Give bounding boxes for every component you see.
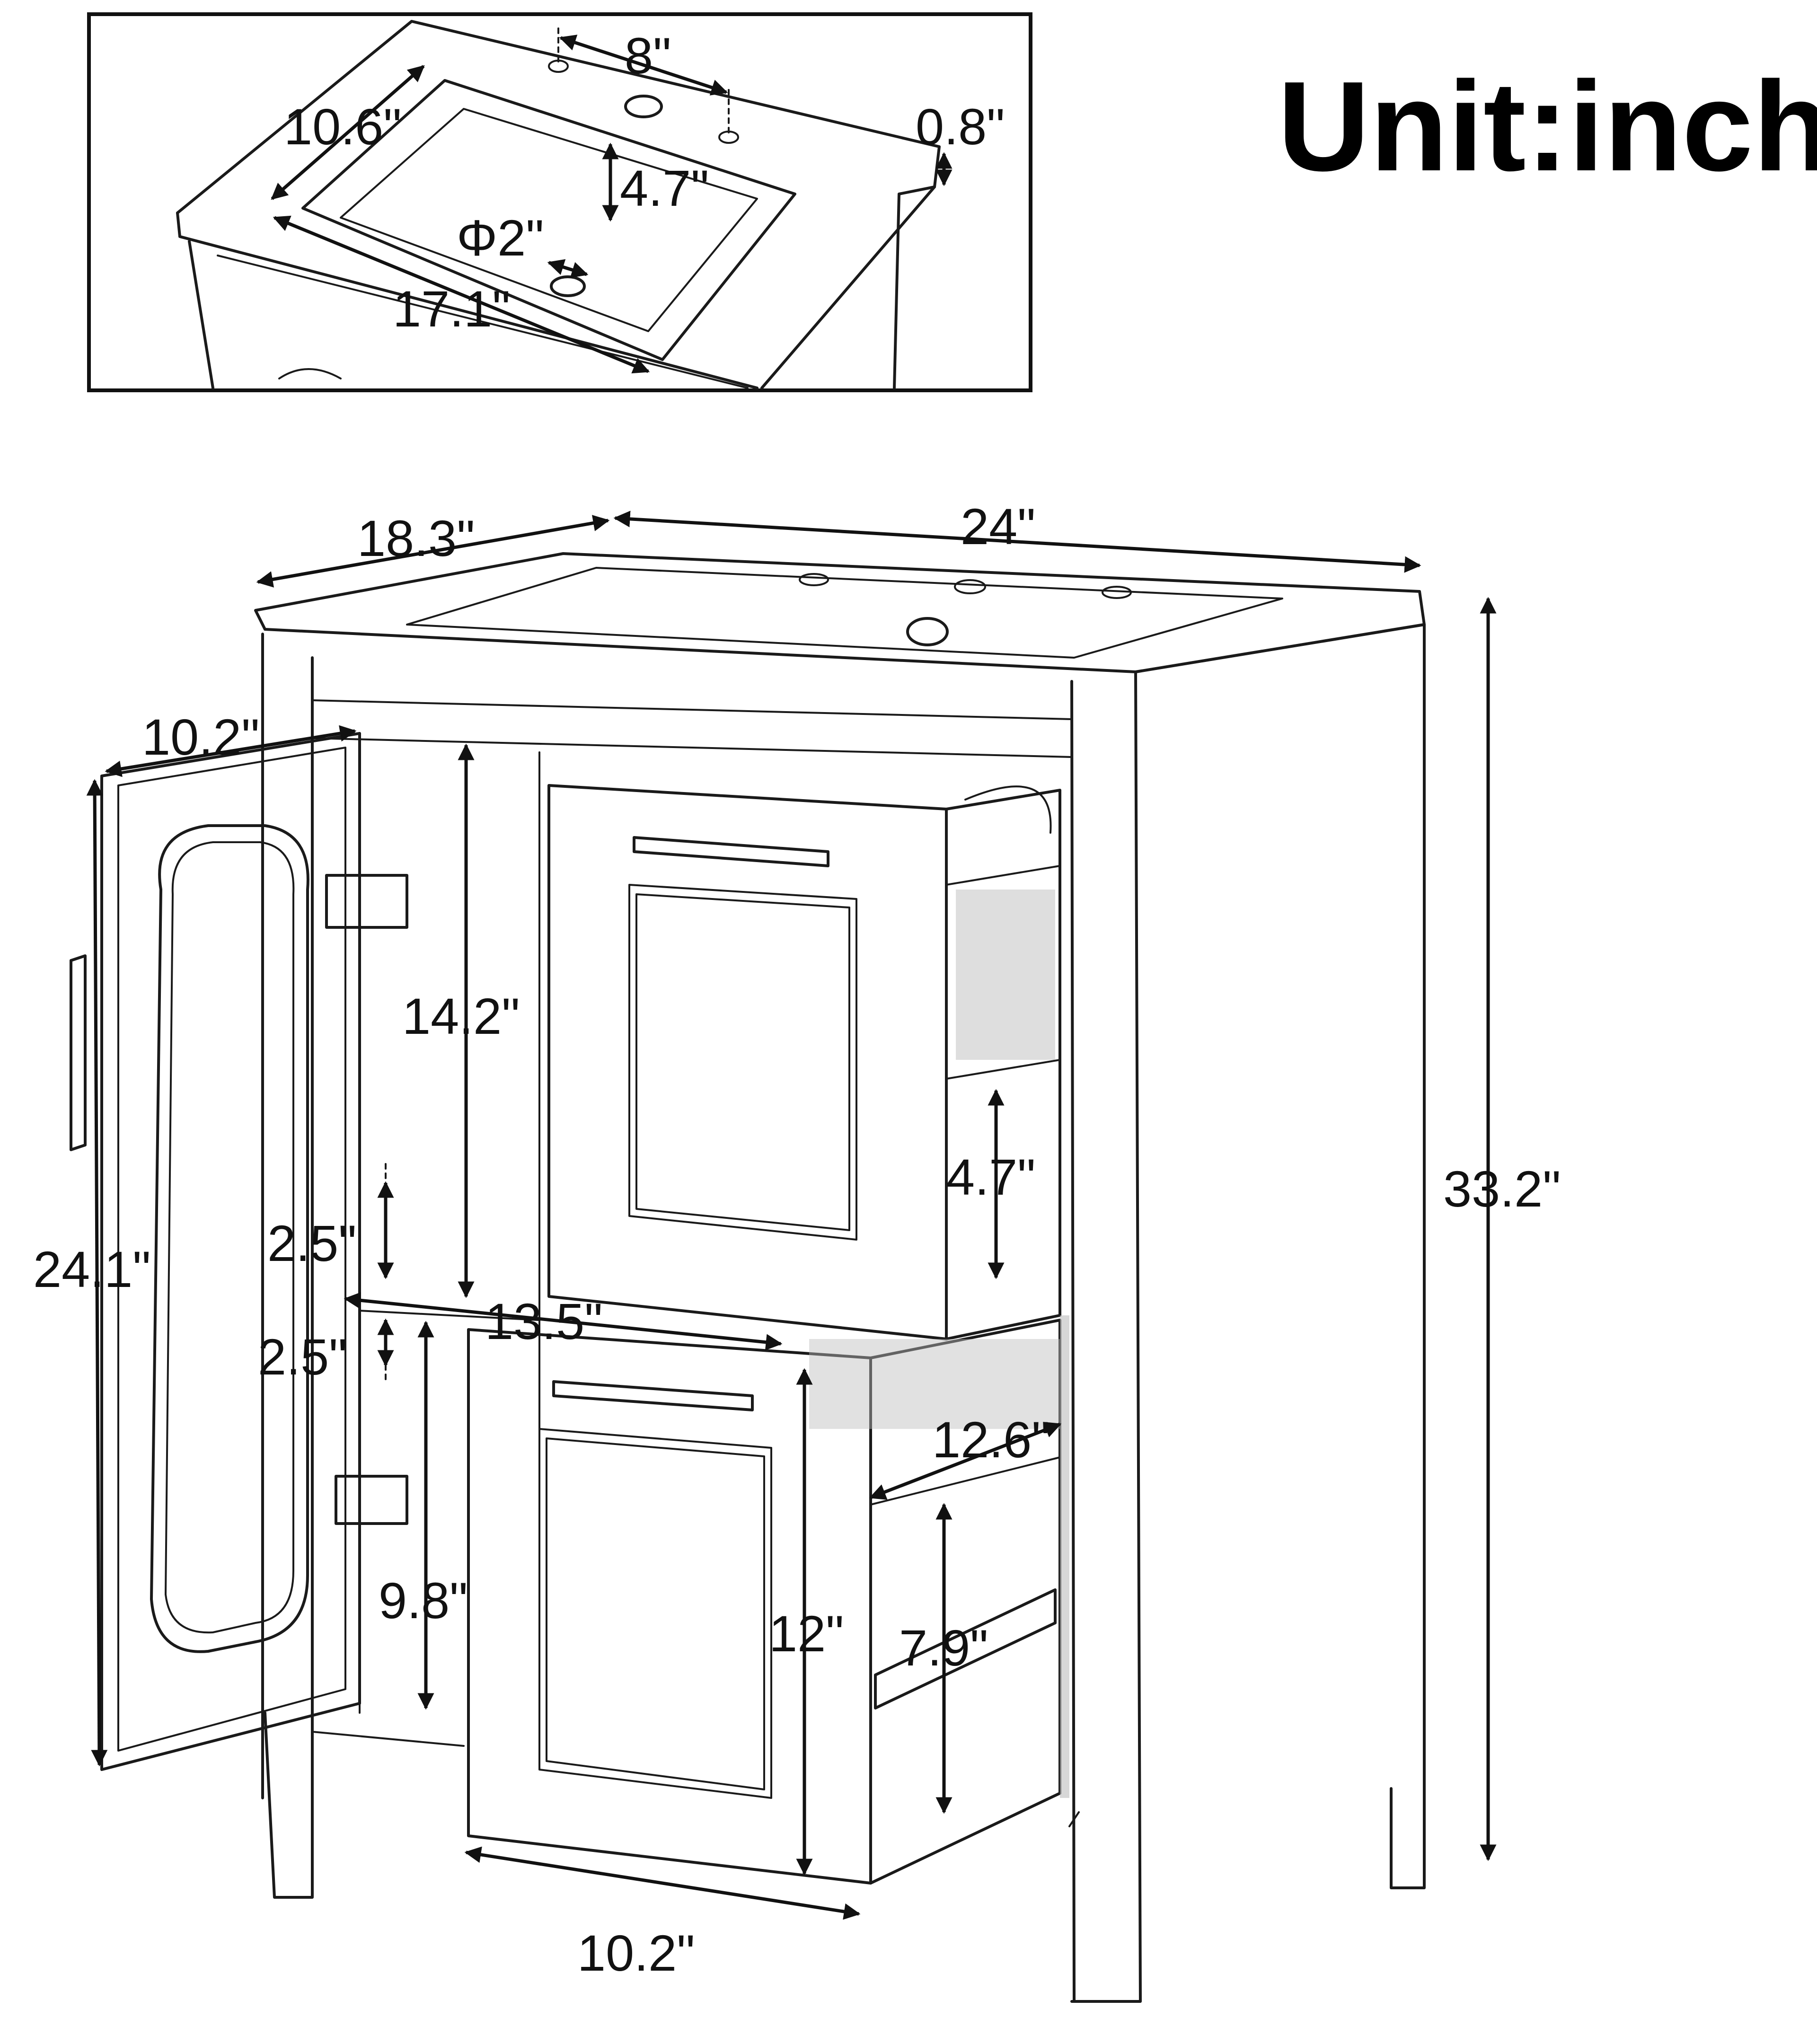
cabinet-left-post	[261, 633, 314, 1814]
dim-upper-opening-label: 14.2"	[402, 987, 520, 1045]
sink-detail-inset: 8" 10.6" 0.8" 4.7" Φ2" 17.1"	[87, 12, 1032, 392]
cabinet-upper-drawer-panel	[628, 884, 857, 1241]
dim-shelf-width-label: 13.5"	[485, 1293, 603, 1350]
dim-basin-length-arrow	[273, 215, 650, 374]
dim-drawer-front-height-label: 12"	[769, 1605, 844, 1662]
dim-lower-opening-label: 9.8"	[379, 1572, 467, 1629]
dim-basin-depth-label: 4.7"	[620, 159, 709, 217]
dim-drawer-width-label: 10.2"	[577, 1924, 695, 1982]
cabinet-hinge-upper	[325, 874, 408, 929]
cabinet-upper-drawer-panel-inner	[635, 893, 850, 1231]
cabinet-right-leg-join	[1068, 1811, 1080, 1827]
cabinet-upper-drawer-side-lines	[945, 865, 1061, 1080]
cabinet-upper-drawer-side	[945, 789, 1061, 1340]
cabinet-rail-line	[311, 737, 1073, 758]
cabinet-door-oval-window	[150, 824, 309, 1653]
cabinet-upper-drawer-handle	[633, 836, 829, 867]
dim-shelf-gap-top-label: 2.5"	[267, 1215, 356, 1272]
cabinet-lower-drawer-panel	[538, 1428, 772, 1799]
cabinet-faucet-hole-center	[954, 579, 986, 594]
cabinet-upper-basin-curve	[964, 785, 1052, 834]
dim-door-height-label: 24.1"	[33, 1241, 151, 1298]
dim-width-arrow	[613, 511, 1421, 573]
inset-sink-right-edge	[760, 185, 936, 389]
dim-depth-label: 18.3"	[357, 510, 475, 567]
cabinet-top-rail	[311, 699, 1073, 720]
dim-door-width-label: 10.2"	[142, 708, 260, 766]
cabinet-hinge-lower	[335, 1475, 408, 1525]
cabinet-upper-drawer-interior-shade	[956, 890, 1055, 1060]
dim-top-drawer-depth-label: 4.7"	[946, 1148, 1035, 1206]
dim-drawer-length-label: 12.6"	[932, 1411, 1050, 1468]
dim-depth-arrow	[256, 515, 610, 588]
cabinet-lower-drawer-handle	[552, 1380, 754, 1411]
cabinet-side-panel	[1134, 623, 1426, 1889]
dim-drain-diameter-label: Φ2"	[457, 209, 544, 266]
cabinet-right-front-post	[1070, 670, 1142, 2003]
dim-shelf-gap-bottom-label: 2.5"	[258, 1328, 347, 1385]
dim-door-height-arrow	[86, 779, 108, 1767]
cabinet-lower-drawer-panel-inner	[546, 1437, 765, 1790]
dim-drawer-inner-depth-label: 7.9"	[899, 1619, 988, 1676]
dim-basin-width-label: 10.6"	[284, 98, 402, 155]
cabinet-basin-outline	[406, 567, 1283, 659]
cabinet-lower-drawer-edge-shade	[1060, 1315, 1069, 1798]
cabinet-drain	[906, 617, 949, 646]
cabinet-dimensions: 18.3" 24" 33.2" 10.2" 24.1" 14.2" 2.5" 2…	[33, 498, 1561, 1982]
cabinet-door-oval-inner	[165, 841, 295, 1634]
dim-shelf-width-arrow	[344, 1292, 783, 1351]
cabinet-faucet-hole-right	[1102, 586, 1132, 599]
dim-drawer-length-arrow	[869, 1422, 1062, 1500]
dim-basin-length-label: 17.1"	[393, 280, 511, 337]
inset-faucet-hole-center	[624, 95, 663, 118]
vanity-cabinet	[70, 552, 1426, 2003]
dim-width-label: 24"	[961, 498, 1035, 555]
inset-cabinet-left	[188, 240, 214, 389]
dim-drawer-width-arrow	[464, 1846, 861, 1920]
dim-height-label: 33.2"	[1443, 1160, 1561, 1217]
dim-door-width-arrow	[105, 725, 357, 777]
dim-faucet-spacing-label: 8"	[625, 27, 671, 84]
cabinet-drawer-slide	[874, 1588, 1057, 1709]
dim-top-thickness-label: 0.8"	[916, 98, 1005, 155]
cabinet-mid-gap-shade	[809, 1339, 1060, 1429]
cabinet-upper-drawer-front	[547, 784, 948, 1340]
cabinet-bottom-rail	[311, 1731, 465, 1747]
cabinet-left-leg	[264, 1711, 314, 1899]
dim-faucet-spacing-arrow	[559, 35, 728, 96]
cabinet-door-handle	[70, 954, 87, 1151]
cabinet-faucet-hole-left	[799, 573, 829, 586]
unit-title: Unit:inch	[1278, 55, 1817, 198]
dim-basin-width-arrow	[271, 65, 425, 200]
